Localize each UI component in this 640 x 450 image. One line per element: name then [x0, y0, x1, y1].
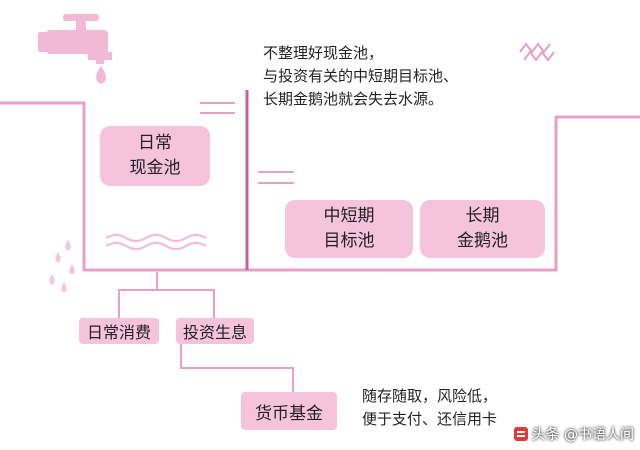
- note-bottom: 随存随取，风险低， 便于支付、还信用卡: [362, 385, 497, 431]
- mid-short-term-pool: 中短期 目标池: [285, 200, 413, 258]
- daily-cash-pool: 日常 现金池: [100, 126, 210, 186]
- pool-container: [0, 101, 640, 272]
- arrow-left-icon: [258, 171, 294, 184]
- wave-icon: [105, 234, 207, 250]
- branch-lines: [118, 272, 294, 392]
- daily-cash-pool-line2: 现金池: [129, 158, 181, 178]
- daily-cash-pool-line1: 日常: [138, 133, 172, 153]
- mid-short-term-pool-line2: 目标池: [323, 231, 375, 251]
- daily-spend-label: 日常消费: [79, 318, 159, 344]
- water-drop-icon: [96, 66, 106, 84]
- note-bottom-line2: 便于支付、还信用卡: [362, 410, 498, 428]
- mid-short-term-pool-line1: 中短期: [323, 206, 375, 226]
- watermark-text: 头条 @书语人间: [531, 427, 634, 443]
- invest-income-label: 投资生息: [176, 318, 254, 344]
- note-top-line2: 与投资有关的中短期目标池、: [263, 67, 459, 85]
- water-drop-icon: [49, 240, 75, 293]
- watermark: 头条 @书语人间: [513, 424, 634, 444]
- long-term-pool: 长期 金鹅池: [420, 200, 545, 258]
- note-bottom-line1: 随存随取，风险低，: [362, 387, 498, 405]
- wave-icon: [519, 42, 555, 62]
- note-top-line1: 不整理好现金池，: [263, 44, 384, 62]
- money-fund-label: 货币基金: [241, 392, 337, 430]
- long-term-pool-line2: 金鹅池: [457, 231, 508, 251]
- long-term-pool-line1: 长期: [465, 206, 500, 226]
- arrow-right-icon: [200, 102, 235, 114]
- note-top: 不整理好现金池， 与投资有关的中短期目标池、 长期金鹅池就会失去水源。: [263, 42, 458, 111]
- water-faucet-icon: [38, 14, 112, 64]
- note-top-line3: 长期金鹅池就会失去水源。: [263, 90, 444, 108]
- toutiao-logo-icon: [513, 427, 528, 441]
